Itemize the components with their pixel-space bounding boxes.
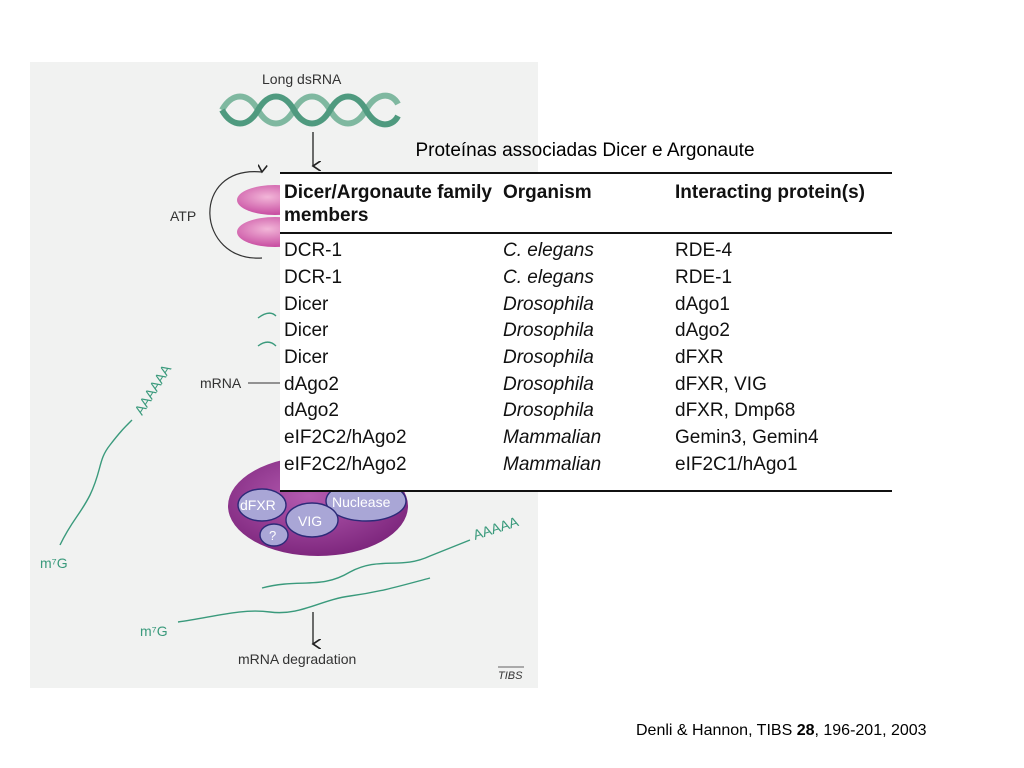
table-row: Dicer Drosophila dAgo1 — [280, 291, 892, 318]
dsrna-label: Long dsRNA — [262, 71, 342, 87]
organism-cell: Mammalian — [503, 427, 602, 449]
dsrna-helix — [219, 92, 401, 128]
citation: Denli & Hannon, TIBS 28, 196-201, 2003 — [636, 722, 927, 740]
protein-table: Dicer/Argonaute family members Organism … — [280, 172, 892, 492]
family-member-cell: eIF2C2/hAgo2 — [284, 427, 407, 449]
family-member-cell: dAgo2 — [284, 373, 339, 395]
table-row: DCR-1 C. elegans RDE-1 — [280, 265, 892, 292]
organism-cell: Mammalian — [503, 453, 602, 475]
header-family-members: Dicer/Argonaute family members — [280, 174, 499, 234]
table-row: eIF2C2/hAgo2 Mammalian Gemin3, Gemin4 — [280, 425, 892, 452]
unknown-component — [259, 523, 289, 547]
family-member-cell: eIF2C2/hAgo2 — [284, 453, 407, 475]
family-member-cell: Dicer — [284, 347, 329, 369]
table-row: DCR-1 C. elegans RDE-4 — [280, 233, 892, 265]
interacting-protein-cell: RDE-1 — [675, 267, 733, 289]
header-organism: Organism — [499, 174, 671, 234]
degradation-label: mRNA degradation — [238, 651, 356, 667]
organism-cell: C. elegans — [503, 240, 594, 262]
family-member-cell: DCR-1 — [284, 240, 343, 262]
interacting-protein-cell: dAgo1 — [675, 293, 730, 315]
nuclease-label: Nuclease — [332, 494, 391, 510]
family-member-cell: DCR-1 — [284, 267, 343, 289]
citation-pages: , 196-201, 2003 — [814, 722, 927, 739]
cap-label-left: m⁷G — [40, 555, 68, 571]
mrna-label: mRNA — [200, 375, 242, 391]
dfxr-label: dFXR — [240, 497, 276, 513]
polya-tail-right: AAAAA — [471, 513, 521, 543]
interacting-protein-cell: dAgo2 — [675, 320, 730, 342]
unknown-label: ? — [269, 528, 276, 543]
interacting-protein-cell: dFXR — [675, 347, 724, 369]
atp-label: ATP — [170, 208, 196, 224]
source-tag: TIBS — [498, 670, 523, 682]
vig-label: VIG — [298, 513, 322, 529]
table-row: dAgo2 Drosophila dFXR, VIG — [280, 371, 892, 398]
interacting-protein-cell: dFXR, VIG — [675, 373, 767, 395]
organism-cell: Drosophila — [503, 293, 594, 315]
citation-authors: Denli & Hannon, TIBS — [636, 722, 797, 739]
organism-cell: C. elegans — [503, 267, 594, 289]
table-row: Dicer Drosophila dFXR — [280, 345, 892, 372]
mrna-strand-right-lower — [177, 577, 431, 623]
polya-tail-left: AAAAAA — [131, 361, 175, 418]
mrna-strand-left — [59, 419, 133, 546]
interacting-protein-cell: Gemin3, Gemin4 — [675, 427, 819, 449]
organism-cell: Drosophila — [503, 320, 594, 342]
family-member-cell: Dicer — [284, 320, 329, 342]
table-row: dAgo2 Drosophila dFXR, Dmp68 — [280, 398, 892, 425]
organism-cell: Drosophila — [503, 347, 594, 369]
table-header-row: Dicer/Argonaute family members Organism … — [280, 174, 892, 234]
table-heading: Proteínas associadas Dicer e Argonaute — [415, 140, 755, 161]
family-member-cell: Dicer — [284, 293, 329, 315]
header-interacting-proteins: Interacting protein(s) — [671, 174, 892, 234]
organism-cell: Drosophila — [503, 400, 594, 422]
organism-cell: Drosophila — [503, 373, 594, 395]
atp-cycle-arrow — [209, 172, 262, 259]
family-member-cell: dAgo2 — [284, 400, 339, 422]
dfxr-component — [237, 488, 287, 522]
interacting-protein-cell: dFXR, Dmp68 — [675, 400, 796, 422]
interacting-protein-cell: eIF2C1/hAgo1 — [675, 453, 798, 475]
sirna-strand — [257, 341, 277, 347]
table-row: Dicer Drosophila dAgo2 — [280, 318, 892, 345]
citation-volume: 28 — [796, 722, 815, 739]
interacting-protein-cell: RDE-4 — [675, 240, 733, 262]
mrna-strand-right-upper — [261, 539, 471, 589]
sirna-strand — [257, 312, 277, 319]
vig-component — [285, 502, 339, 538]
table-row: eIF2C2/hAgo2 Mammalian eIF2C1/hAgo1 — [280, 452, 892, 479]
cap-label-right: m⁷G — [140, 623, 168, 639]
